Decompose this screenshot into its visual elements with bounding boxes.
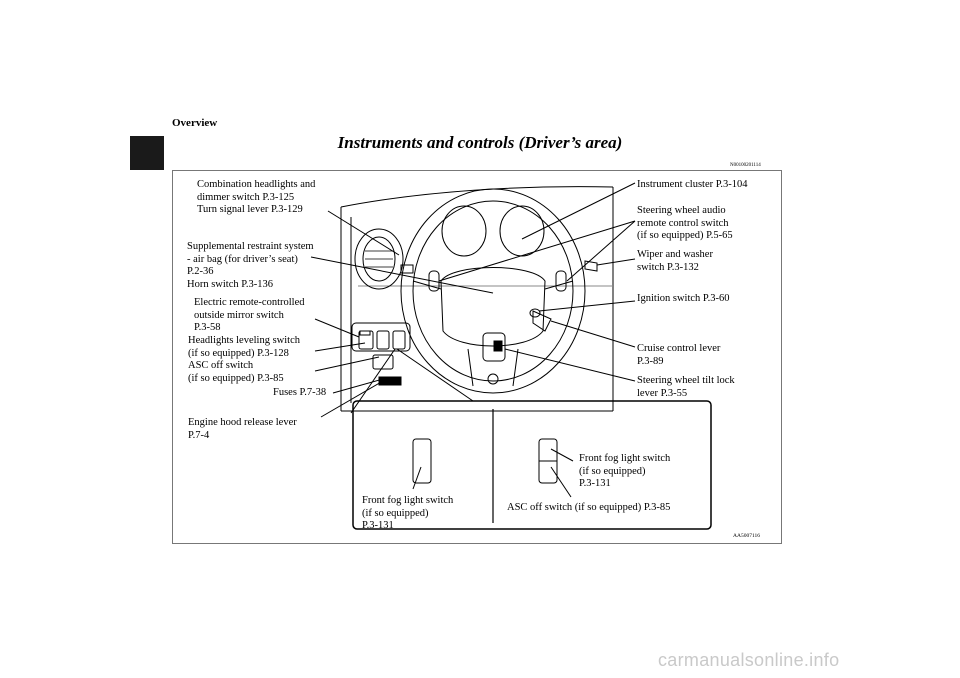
callout-wiper-washer: Wiper and washer switch P.3-132 [637,249,713,274]
callout-cruise: Cruise control lever P.3-89 [637,343,720,368]
callout-leveling-asc: Headlights leveling switch (if so equipp… [188,335,300,385]
page-title: Instruments and controls (Driver’s area) [0,133,960,153]
callout-audio-switch: Steering wheel audio remote control swit… [637,205,733,243]
section-label: Overview [172,117,217,129]
callout-instrument-cluster: Instrument cluster P.3-104 [637,179,748,192]
callout-tilt-lock: Steering wheel tilt lock lever P.3-55 [637,375,735,400]
watermark: carmanualsonline.info [658,650,839,671]
callout-fuses: Fuses P.7-38 [273,387,326,400]
document-code: N00100201114 [730,163,761,168]
callout-ignition: Ignition switch P.3-60 [637,293,729,306]
figure-code: AA5007116 [733,533,760,539]
callout-hood-release: Engine hood release lever P.7-4 [188,417,297,442]
callout-mirror-switch: Electric remote-controlled outside mirro… [194,297,305,335]
callout-fog-switch-left: Front fog light switch (if so equipped) … [362,495,453,533]
callout-airbag-horn: Supplemental restraint system - air bag … [187,241,314,291]
dashboard-illustration: Combination headlights and dimmer switch… [172,170,782,544]
callout-fog-switch-right: Front fog light switch (if so equipped) … [579,453,670,491]
callout-combination-headlights: Combination headlights and dimmer switch… [197,179,315,217]
callout-asc-off: ASC off switch (if so equipped) P.3-85 [507,502,670,515]
